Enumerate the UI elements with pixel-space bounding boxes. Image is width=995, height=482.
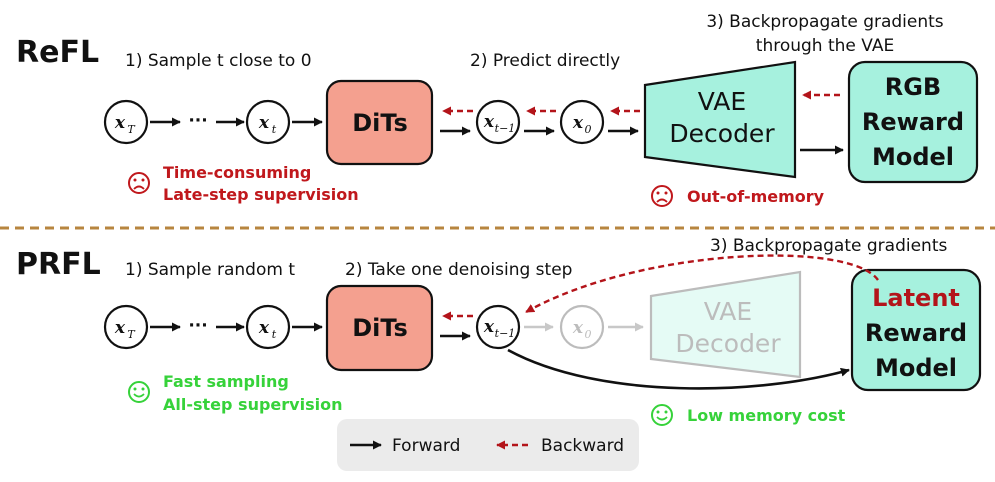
prfl-step3-label: 3) Backpropagate gradients <box>710 236 947 256</box>
legend-forward-label: Forward <box>392 436 460 456</box>
refl-node-xT: x T <box>103 99 149 145</box>
prfl-step1-label: 1) Sample random t <box>125 260 295 280</box>
refl-node-xt-minus-1: x t−1 <box>475 99 521 145</box>
reward-label-line3: Model <box>872 143 954 171</box>
prfl-benefit-all-step: All-step supervision <box>163 395 342 414</box>
prfl-benefit-fast: Fast sampling <box>163 372 289 391</box>
node-symbol: x <box>258 113 270 133</box>
node-subscript: T <box>127 123 136 136</box>
prfl-node-xt-minus-1: x t−1 <box>475 304 521 350</box>
legend-backward-label: Backward <box>541 436 624 456</box>
reward-label-line2: Reward <box>862 108 964 136</box>
reward-label-line1: Latent <box>872 284 960 312</box>
prfl-node-x0-faded: x 0 <box>559 304 605 350</box>
node-symbol: x <box>572 113 584 133</box>
refl-drawback-time: Time-consuming <box>163 163 311 182</box>
refl-step2-label: 2) Predict directly <box>470 51 620 71</box>
decoder-label-line1: VAE <box>704 297 752 326</box>
prfl-node-xT: x T <box>103 304 149 350</box>
node-symbol: x <box>258 318 270 338</box>
node-subscript: t−1 <box>495 327 516 340</box>
refl-drawback-memory: Out-of-memory <box>687 187 825 206</box>
refl-node-xt: x t <box>245 99 291 145</box>
ellipsis: ··· <box>188 111 207 131</box>
latent-forward-arrow <box>507 348 850 390</box>
happy-face-icon <box>128 381 150 403</box>
happy-face-icon <box>651 404 673 426</box>
sad-face-icon <box>651 185 673 207</box>
dits-label: DiTs <box>352 314 408 342</box>
backward-gradient-arrow <box>525 254 879 314</box>
node-symbol: x <box>114 318 126 338</box>
prfl-step2-label: 2) Take one denoising step <box>345 260 572 280</box>
decoder-label-line1: VAE <box>698 87 746 116</box>
prfl-latent-reward-model: Latent Reward Model <box>850 268 982 392</box>
node-symbol: x <box>114 113 126 133</box>
node-subscript: t−1 <box>495 122 516 135</box>
refl-dits-box: DiTs <box>325 79 434 166</box>
refl-drawback-late-step: Late-step supervision <box>163 185 359 204</box>
reward-label-line3: Model <box>875 354 957 382</box>
node-symbol: x <box>483 112 495 132</box>
reward-label-line2: Reward <box>865 319 967 347</box>
prfl-vae-decoder-faded: VAE Decoder <box>649 270 802 379</box>
ellipsis: ··· <box>188 316 207 336</box>
node-subscript: T <box>127 328 136 341</box>
refl-step3-label-line1: 3) Backpropagate gradients <box>706 12 943 32</box>
prfl-title: PRFL <box>16 247 101 282</box>
refl-step1-label: 1) Sample t close to 0 <box>125 51 312 71</box>
reward-label-line1: RGB <box>885 73 941 101</box>
decoder-label-line2: Decoder <box>675 329 781 358</box>
node-subscript: t <box>272 123 277 136</box>
refl-step3-label-line2: through the VAE <box>756 36 894 56</box>
legend: Forward Backward <box>337 419 639 471</box>
prfl-benefit-memory: Low memory cost <box>687 406 846 425</box>
refl-title: ReFL <box>16 35 99 70</box>
refl-node-x0: x 0 <box>559 99 605 145</box>
refl-vae-decoder: VAE Decoder <box>643 60 797 179</box>
sad-face-icon <box>128 172 150 194</box>
dits-label: DiTs <box>352 109 408 137</box>
decoder-label-line2: Decoder <box>669 119 775 148</box>
prfl-node-xt: x t <box>245 304 291 350</box>
prfl-dits-box: DiTs <box>325 284 434 372</box>
node-symbol: x <box>483 317 495 337</box>
node-symbol: x <box>572 318 584 338</box>
refl-rgb-reward-model: RGB Reward Model <box>847 60 979 184</box>
node-subscript: 0 <box>585 328 592 341</box>
node-subscript: 0 <box>585 123 592 136</box>
node-subscript: t <box>272 328 277 341</box>
